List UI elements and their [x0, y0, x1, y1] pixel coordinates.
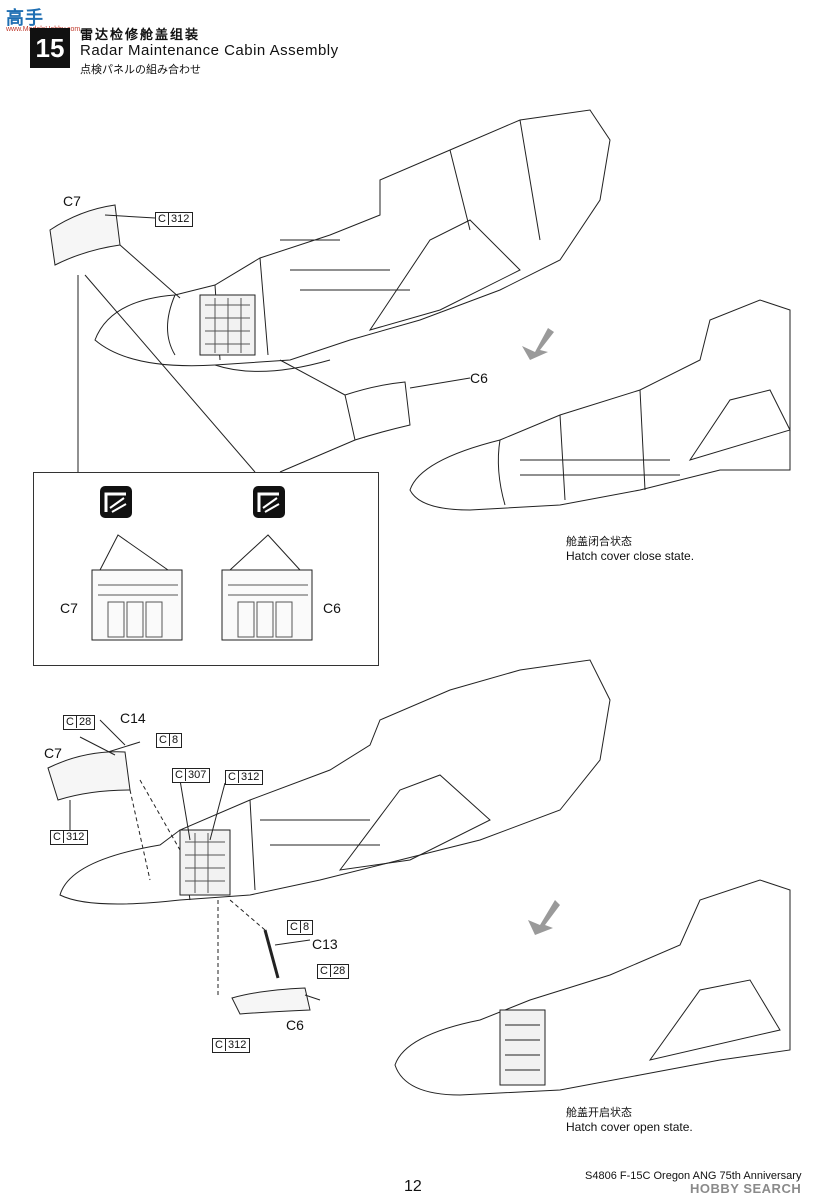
open-state-en: Hatch cover open state.: [566, 1120, 693, 1134]
label-c7-lower: C7: [44, 745, 62, 761]
inset-panel-c7: [91, 569, 183, 641]
title-chinese: 雷达检修舱盖组装: [80, 28, 201, 43]
step-number-badge: 15: [30, 28, 70, 68]
site-logo: 高手: [6, 8, 44, 29]
arrow-lower: [528, 900, 560, 935]
inset-label-c6: C6: [323, 600, 341, 616]
product-footer: S4806 F-15C Oregon ANG 75th Anniversary: [585, 1170, 802, 1182]
closed-state-en: Hatch cover close state.: [566, 549, 695, 563]
part-c7-upper: [49, 204, 121, 266]
aircraft-lower-main: [59, 659, 611, 905]
aircraft-lower-open: [394, 879, 791, 1096]
inset-detail-box: [33, 472, 379, 666]
label-c13: C13: [312, 936, 338, 952]
title-english: Radar Maintenance Cabin Assembly: [80, 42, 339, 59]
label-c6-lower: C6: [286, 1017, 304, 1033]
inset-label-c7: C7: [60, 600, 78, 616]
title-japanese: 点検パネルの組み合わせ: [80, 63, 201, 76]
label-c6-upper: C6: [470, 370, 488, 386]
arrow-upper: [522, 328, 554, 360]
warning-cut-icon-right: [253, 486, 285, 518]
closed-state-cn: 舱盖闭合状态: [566, 535, 632, 548]
aircraft-upper-main: [94, 109, 611, 372]
warning-cut-icon-left: [100, 486, 132, 518]
watermark: HOBBY SEARCH: [690, 1181, 802, 1196]
label-c14: C14: [120, 710, 146, 726]
open-state-cn: 舱盖开启状态: [566, 1106, 632, 1119]
label-c7-upper: C7: [63, 193, 81, 209]
page-number: 12: [404, 1178, 422, 1195]
aircraft-upper-closed: [409, 299, 791, 511]
part-c6-upper: [344, 381, 411, 441]
part-c6-lower: [231, 987, 311, 1015]
part-c13: [263, 929, 280, 979]
inset-panel-c6: [221, 569, 313, 641]
part-c14: [107, 741, 141, 753]
